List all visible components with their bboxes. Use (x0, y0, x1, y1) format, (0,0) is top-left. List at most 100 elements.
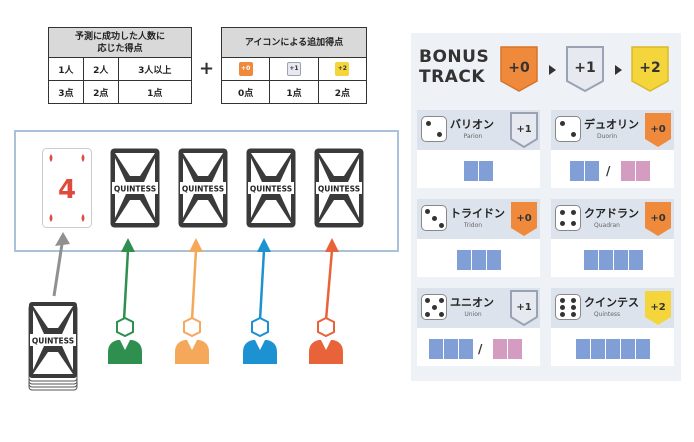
red-player-pawn (309, 316, 343, 364)
blue-square (591, 339, 605, 359)
pink-square (493, 339, 507, 359)
tile-badge-label: +1 (516, 302, 531, 313)
bonus-tile-duorin: デュオリン Duorin +0 / (551, 110, 674, 188)
blue-square (459, 339, 473, 359)
tile-subtitle: Parion (463, 133, 483, 140)
card-back-art: QUINTESS (178, 148, 228, 228)
table2-points-3: 2点 (317, 80, 368, 104)
yellow-badge-icon: +2 (645, 291, 671, 325)
score-by-correct-count-table: 予測に成功した人数に 応じた得点 1人 2人 3人以上 3点 2点 1点 (48, 27, 193, 104)
blue-arrow (258, 249, 266, 321)
bonus-tile-quadran: クアドラン Quadran +0 (551, 199, 674, 277)
blue-square (584, 250, 598, 270)
track-badge-label: +0 (508, 60, 530, 76)
card-back[interactable]: QUINTESS (246, 148, 296, 228)
die-3-icon (421, 205, 447, 231)
orange-badge-icon: +0 (645, 202, 671, 236)
table2-points-1: 0点 (220, 80, 271, 104)
table2-icon-cell-2: +1 (269, 57, 319, 81)
blue-player-pawn (243, 316, 277, 364)
silver-badge-icon: +1 (510, 112, 538, 148)
revealed-card[interactable]: 4 (42, 148, 92, 228)
orange-badge-icon: +0 (511, 202, 537, 236)
card-back-logo: QUINTESS (114, 185, 156, 194)
red-arrow (324, 249, 334, 321)
flame-icon (81, 154, 85, 162)
green-arrow (122, 249, 130, 321)
die-2-icon (555, 116, 581, 142)
blue-square (444, 339, 458, 359)
blue-square (479, 161, 493, 181)
track-arrow-icon (615, 65, 622, 75)
blue-square (576, 339, 590, 359)
tile-name: デュオリン (584, 118, 639, 131)
deck-logo: QUINTESS (32, 337, 74, 346)
bonus-tile-quintess: クインテス Quintess +2 (551, 288, 674, 366)
orange-badge-icon: +0 (645, 113, 671, 147)
silver-badge-icon: +1 (510, 290, 538, 326)
flame-icon (49, 214, 53, 222)
tile-subtitle: Quintess (593, 311, 621, 318)
blue-square (487, 250, 501, 270)
flame-icon (49, 154, 53, 162)
track-badge-label: +1 (574, 60, 595, 76)
tile-subtitle: Duorin (596, 133, 618, 140)
revealed-card-face: 4 (42, 148, 92, 228)
tile-badge-label: +0 (650, 124, 665, 135)
yellow-bonus-icon: +2 (335, 62, 350, 76)
pink-square (508, 339, 522, 359)
tile-badge-label: +1 (516, 124, 531, 135)
card-back-logo: QUINTESS (250, 185, 292, 194)
tile-name: バリオン (450, 118, 494, 131)
tile-subtitle: Union (464, 311, 482, 318)
silver-bonus-icon: +1 (286, 62, 301, 76)
table1-header-line2: 応じた得点 (97, 43, 143, 54)
tile-name: トライドン (450, 207, 505, 220)
blue-square (599, 250, 613, 270)
icon-bonus-table: アイコンによる追加得点 +0 +1 +2 0点 1点 2点 (220, 27, 368, 104)
bonus-track-panel: BONUS TRACK +0 +1 +2 バリオン Parion +1 (411, 33, 681, 381)
track-badge-silver: +1 (566, 46, 604, 93)
tile-body (417, 150, 540, 188)
blue-square (457, 250, 471, 270)
tile-badge-label: +0 (516, 213, 531, 224)
die-2-icon (421, 116, 447, 142)
card-back[interactable]: QUINTESS (178, 148, 228, 228)
die-6-icon (555, 294, 581, 320)
bonus-tile-parion: バリオン Parion +1 (417, 110, 540, 188)
table2-icon-cell-3: +2 (317, 57, 368, 81)
bonus-track-title: BONUS TRACK (419, 47, 489, 87)
table1-header: 予測に成功した人数に 応じた得点 (48, 27, 192, 58)
card-row-frame (14, 130, 399, 252)
table2-header: アイコンによる追加得点 (221, 27, 367, 58)
draw-deck[interactable]: QUINTESS (27, 300, 79, 392)
tile-name: クインテス (584, 296, 639, 309)
track-badge-label: +2 (639, 60, 660, 76)
or-slash: / (478, 342, 483, 356)
tile-badge-label: +0 (650, 213, 665, 224)
bonus-title-line2: TRACK (419, 67, 485, 87)
card-back-logo: QUINTESS (318, 185, 360, 194)
tile-body: / (417, 328, 540, 366)
orange-arrow (190, 249, 198, 321)
card-back[interactable]: QUINTESS (110, 148, 160, 228)
tile-name: クアドラン (584, 207, 639, 220)
table2-icon-cell-1: +0 (220, 57, 271, 81)
tile-body (551, 328, 674, 366)
deck-art: QUINTESS (28, 302, 78, 391)
bonus-tile-union: ユニオン Union +1 / (417, 288, 540, 366)
bonus-title-line1: BONUS (419, 47, 490, 67)
pink-square (636, 161, 650, 181)
blue-square (570, 161, 584, 181)
track-badge-yellow: +2 (631, 46, 669, 92)
orange-player-pawn (175, 316, 209, 364)
blue-square (606, 339, 620, 359)
table1-points-2: 2点 (82, 80, 119, 104)
card-back[interactable]: QUINTESS (314, 148, 364, 228)
die-4-icon (555, 205, 581, 231)
table1-col-2: 2人 (82, 57, 119, 81)
table1-col-3: 3人以上 (117, 57, 193, 81)
tile-body (551, 239, 674, 277)
table2-points-2: 1点 (269, 80, 319, 104)
card-back-art: QUINTESS (110, 148, 160, 228)
